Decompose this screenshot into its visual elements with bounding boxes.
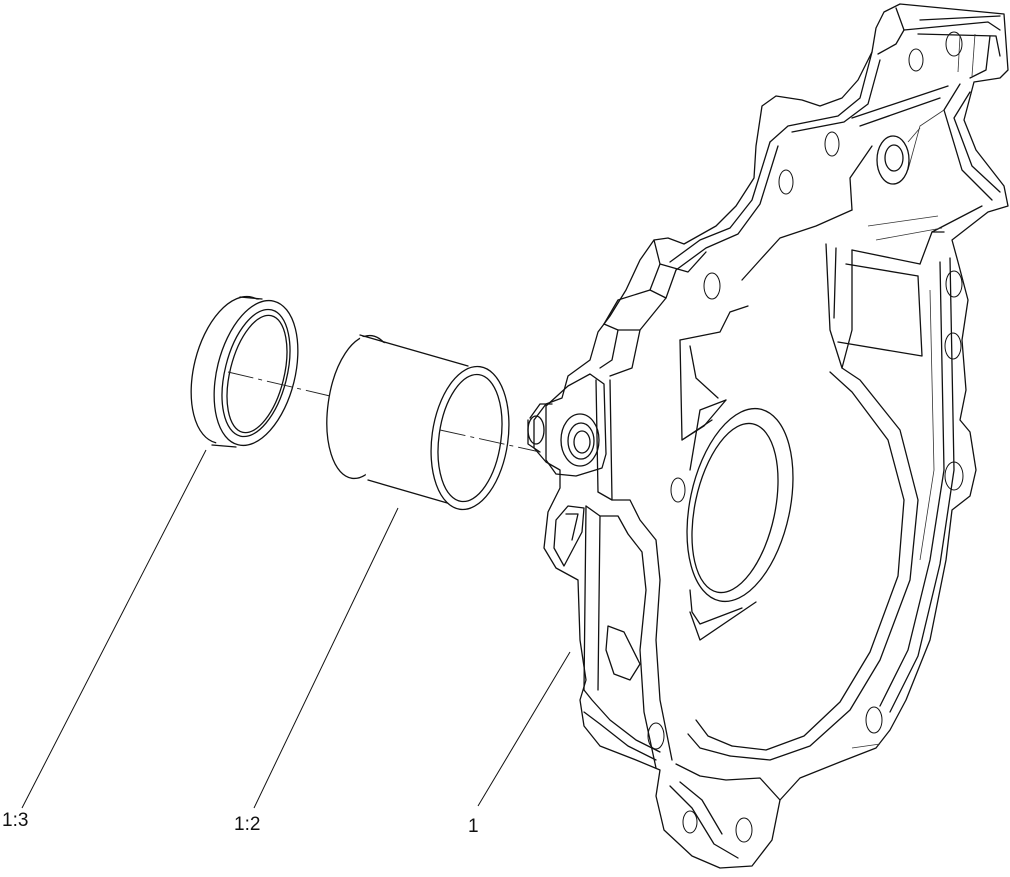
- leader-line-1-2: [253, 507, 399, 809]
- callout-label-1: 1: [468, 816, 479, 837]
- housing-cover-part: [527, 3, 1009, 869]
- callout-label-1-2: 1:2: [234, 814, 261, 835]
- assembly-center-line: [227, 371, 541, 453]
- seal-ring-part: [190, 295, 299, 448]
- leader-line-1: [477, 651, 571, 807]
- leader-line-1-3: [21, 449, 207, 809]
- sleeve-bushing-part: [326, 334, 510, 511]
- callout-label-1-3: 1:3: [2, 810, 29, 831]
